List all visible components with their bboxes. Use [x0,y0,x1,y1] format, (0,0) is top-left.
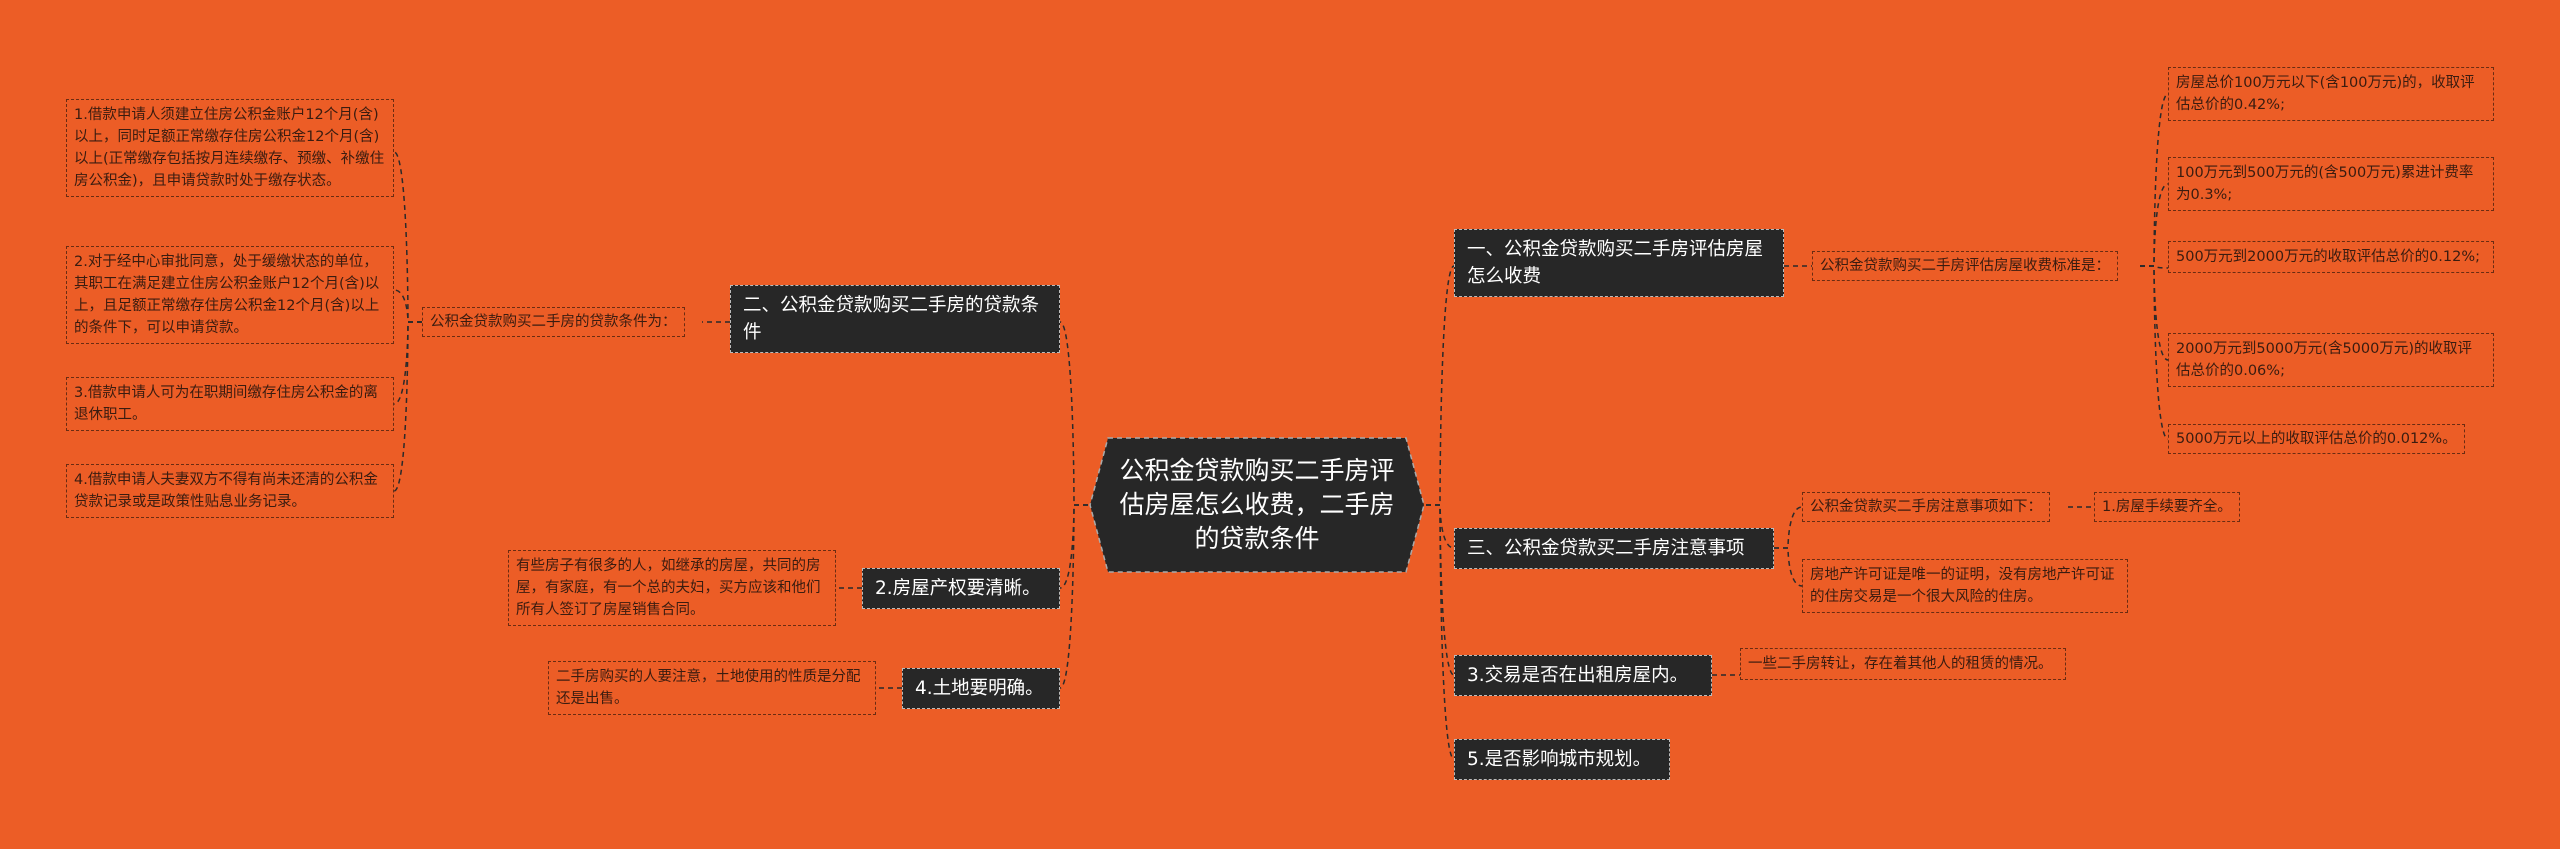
title-clear-detail-text: 有些房子有很多的人，如继承的房屋，共同的房屋，有家庭，有一个总的夫妇，买方应该和… [516,558,821,618]
fee-item-3[interactable]: 500万元到2000万元的收取评估总价的0.12%; [2168,241,2494,273]
notice-label[interactable]: 公积金贷款买二手房注意事项如下： [1802,492,2050,522]
central-topic-label: 公积金贷款购买二手房评估房屋怎么收费，二手房的贷款条件 [1119,456,1395,553]
condition-item-4-text: 4.借款申请人夫妻双方不得有尚未还清的公积金贷款记录或是政策性贴息业务记录。 [74,472,378,510]
topic-conditions-label: 二、公积金贷款购买二手房的贷款条件 [743,295,1040,343]
topic-land-label: 4.土地要明确。 [915,678,1044,699]
topic-fee[interactable]: 一、公积金贷款购买二手房评估房屋怎么收费 [1454,229,1784,297]
central-topic[interactable]: 公积金贷款购买二手房评估房屋怎么收费，二手房的贷款条件 [1088,436,1426,574]
condition-item-1-text: 1.借款申请人须建立住房公积金账户12个月(含)以上，同时足额正常缴存住房公积金… [74,107,385,189]
conditions-label-text: 公积金贷款购买二手房的贷款条件为： [430,314,677,330]
connector [2140,93,2169,267]
condition-item-3-text: 3.借款申请人可为在职期间缴存住房公积金的离退休职工。 [74,385,378,423]
topic-conditions[interactable]: 二、公积金贷款购买二手房的贷款条件 [730,285,1060,353]
fee-item-4-text: 2000万元到5000万元(含5000万元)的收取评估总价的0.06%; [2176,341,2473,379]
fee-item-3-text: 500万元到2000万元的收取评估总价的0.12%; [2176,249,2481,265]
fee-item-2[interactable]: 100万元到500万元的(含500万元)累进计费率为0.3%; [2168,157,2494,211]
topic-notice-label: 三、公积金贷款买二手房注意事项 [1467,538,1745,559]
title-clear-detail[interactable]: 有些房子有很多的人，如继承的房屋，共同的房屋，有家庭，有一个总的夫妇，买方应该和… [508,550,836,626]
fee-item-4[interactable]: 2000万元到5000万元(含5000万元)的收取评估总价的0.06%; [2168,333,2494,387]
fee-item-5[interactable]: 5000万元以上的收取评估总价的0.012%。 [2168,424,2465,454]
topic-notice[interactable]: 三、公积金贷款买二手房注意事项 [1454,528,1774,569]
fee-standard-label[interactable]: 公积金贷款购买二手房评估房屋收费标准是： [1812,251,2118,281]
connector [1774,547,1803,587]
notice-item-2-text: 房地产许可证是唯一的证明，没有房地产许可证的住房交易是一个很大风险的住房。 [1810,567,2115,605]
connector [393,321,422,492]
conditions-label[interactable]: 公积金贷款购买二手房的贷款条件为： [422,307,685,337]
connector [2140,183,2169,267]
topic-fee-label: 一、公积金贷款购买二手房评估房屋怎么收费 [1467,239,1764,287]
fee-item-2-text: 100万元到500万元的(含500万元)累进计费率为0.3%; [2176,165,2474,203]
rental-detail-text: 一些二手房转让，存在着其他人的租赁的情况。 [1748,656,2053,672]
condition-item-3[interactable]: 3.借款申请人可为在职期间缴存住房公积金的离退休职工。 [66,377,394,431]
connector [393,151,422,323]
notice-item-1-text: 1.房屋手续要齐全。 [2102,499,2232,515]
fee-item-5-text: 5000万元以上的收取评估总价的0.012%。 [2176,431,2457,447]
connector [1059,504,1088,689]
notice-label-text: 公积金贷款买二手房注意事项如下： [1810,499,2042,515]
fee-item-1[interactable]: 房屋总价100万元以下(含100万元)的，收取评估总价的0.42%; [2168,67,2494,121]
fee-standard-text: 公积金贷款购买二手房评估房屋收费标准是： [1820,258,2110,274]
connector [1426,265,1455,506]
land-detail[interactable]: 二手房购买的人要注意，土地使用的性质是分配还是出售。 [548,661,876,715]
connector [1426,504,1455,760]
land-detail-text: 二手房购买的人要注意，土地使用的性质是分配还是出售。 [556,669,861,707]
topic-title-clear-label: 2.房屋产权要清晰。 [875,578,1041,599]
connector [1774,506,1803,549]
topic-rental-label: 3.交易是否在出租房屋内。 [1467,665,1689,686]
connector [393,321,422,405]
condition-item-4[interactable]: 4.借款申请人夫妻双方不得有尚未还清的公积金贷款记录或是政策性贴息业务记录。 [66,464,394,518]
topic-planning[interactable]: 5.是否影响城市规划。 [1454,739,1670,780]
topic-title-clear[interactable]: 2.房屋产权要清晰。 [862,568,1060,609]
notice-item-2[interactable]: 房地产许可证是唯一的证明，没有房地产许可证的住房交易是一个很大风险的住房。 [1802,559,2128,613]
central-topic-shape [1089,437,1425,573]
notice-item-1[interactable]: 1.房屋手续要齐全。 [2094,492,2240,522]
connector [2140,265,2169,361]
condition-item-1[interactable]: 1.借款申请人须建立住房公积金账户12个月(含)以上，同时足额正常缴存住房公积金… [66,99,394,197]
fee-item-1-text: 房屋总价100万元以下(含100万元)的，收取评估总价的0.42%; [2176,75,2475,113]
connector [1059,321,1088,506]
condition-item-2[interactable]: 2.对于经中心审批同意，处于缓缴状态的单位，其职工在满足建立住房公积金账户12个… [66,246,394,344]
topic-land[interactable]: 4.土地要明确。 [902,668,1060,709]
condition-item-2-text: 2.对于经中心审批同意，处于缓缴状态的单位，其职工在满足建立住房公积金账户12个… [74,254,380,336]
connector [1426,504,1455,676]
rental-detail[interactable]: 一些二手房转让，存在着其他人的租赁的情况。 [1740,648,2066,680]
connector [1059,504,1088,589]
topic-rental[interactable]: 3.交易是否在出租房屋内。 [1454,655,1712,696]
topic-planning-label: 5.是否影响城市规划。 [1467,749,1652,770]
connector [2140,265,2169,440]
